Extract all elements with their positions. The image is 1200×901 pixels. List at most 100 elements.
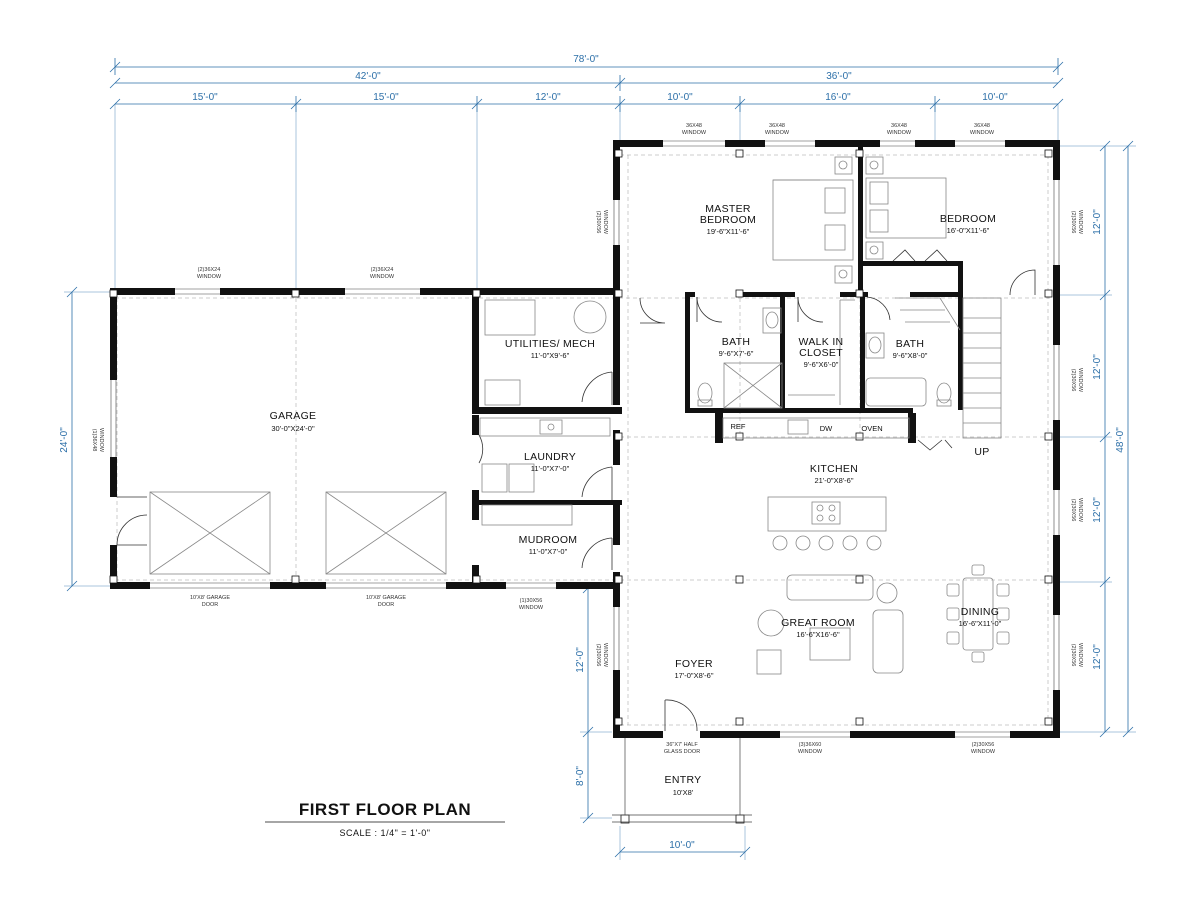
- utilities-label: UTILITIES/ MECH: [505, 338, 595, 350]
- stair-up-label: UP: [974, 446, 989, 458]
- bedroom-size: 16'-0"X11'-6": [947, 226, 990, 235]
- note-garage-door-1: 10'X8' GARAGE: [190, 595, 230, 601]
- note-bottom-win-1b: WINDOW: [798, 749, 823, 755]
- note-right-win-2: (2)30X56: [1070, 369, 1076, 392]
- note-mud-win-b: WINDOW: [519, 605, 544, 611]
- note-right-win-4: (2)30X56: [1070, 644, 1076, 667]
- dim-g3: 12'-0": [535, 92, 561, 103]
- note-top-win-1: 36X48: [686, 123, 702, 129]
- dim-entry-width: 10'-0": [669, 840, 695, 851]
- kitchen-label: KITCHEN: [810, 463, 858, 475]
- entry-label: ENTRY: [665, 774, 702, 786]
- garage-size: 30'-0"X24'-0": [271, 424, 315, 433]
- note-right-win-1: (2)30X56: [1070, 211, 1076, 234]
- dim-v12a: 12'-0": [1092, 209, 1103, 235]
- note-top-win-4b: WINDOW: [970, 130, 995, 136]
- dim-v8: 8'-0": [575, 766, 586, 786]
- note-garage-win-2: (2)36X24: [371, 267, 394, 273]
- master-label-1: MASTER: [705, 203, 751, 215]
- note-entry-door-b: GLASS DOOR: [664, 749, 700, 755]
- plan-title: FIRST FLOOR PLAN: [299, 800, 471, 819]
- note-garage-door-2b: DOOR: [378, 602, 395, 608]
- posts: [109, 149, 1053, 824]
- dim-v12b: 12'-0": [1092, 354, 1103, 380]
- window-openings: [110, 140, 1060, 738]
- dim-right: 36'-0": [826, 71, 852, 82]
- dim-left: 42'-0": [355, 71, 381, 82]
- closet-size: 9'-6"X6'-0": [804, 360, 839, 369]
- dining-label: DINING: [961, 606, 1000, 618]
- note-top-win-2b: WINDOW: [765, 130, 790, 136]
- walls: [110, 140, 1060, 738]
- great-room-size: 16'-6"X16'-6": [796, 630, 840, 639]
- window-notes: (2)36X24 WINDOW (2)36X24 WINDOW 36X48 WI…: [91, 123, 1083, 755]
- dim-h2: 16'-0": [825, 92, 851, 103]
- mudroom-size: 11'-0"X7'-0": [529, 547, 568, 556]
- title-block: FIRST FLOOR PLAN SCALE : 1/4" = 1'-0": [265, 800, 505, 838]
- note-bottom-win-2b: WINDOW: [971, 749, 996, 755]
- note-top-win-3b: WINDOW: [887, 130, 912, 136]
- dim-h1: 10'-0": [667, 92, 693, 103]
- dim-g1: 15'-0": [192, 92, 218, 103]
- dim-total: 78'-0": [573, 54, 599, 65]
- master-label-2: BEDROOM: [700, 214, 756, 226]
- note-right-win-3b: WINDOW: [1077, 498, 1083, 523]
- note-left-win-2: (2)30X56: [595, 644, 601, 667]
- note-top-win-1b: WINDOW: [682, 130, 707, 136]
- note-garage-side-win-b: WINDOW: [98, 428, 104, 453]
- master-size: 19'-6"X11'-6": [707, 227, 750, 236]
- note-garage-win-1: (2)36X24: [198, 267, 221, 273]
- laundry-label: LAUNDRY: [524, 451, 576, 463]
- bath1-size: 9'-6"X7'-6": [719, 349, 754, 358]
- note-top-win-2: 36X48: [769, 123, 785, 129]
- furniture: [149, 156, 1010, 675]
- doors: [116, 249, 1036, 732]
- entry-size: 10'X8': [673, 788, 694, 797]
- note-bottom-win-1: (3)36X60: [799, 742, 822, 748]
- note-left-win-1: (2)30X56: [595, 211, 601, 234]
- foyer-size: 17'-0"X8'-6": [674, 671, 713, 680]
- dim-h3: 10'-0": [982, 92, 1008, 103]
- dimension-labels: 78'-0" 42'-0" 36'-0" 15'-0" 15'-0" 12'-0…: [59, 54, 1126, 851]
- ref-label: REF: [731, 422, 746, 431]
- note-garage-side-win: (1)36X48: [91, 429, 97, 452]
- appliance-labels: REF DW OVEN UP: [731, 422, 990, 458]
- dim-v12c: 12'-0": [1092, 497, 1103, 523]
- note-mud-win: (1)30X56: [520, 598, 543, 604]
- plan-scale: SCALE : 1/4" = 1'-0": [340, 828, 431, 838]
- bath1-label: BATH: [722, 336, 750, 348]
- note-garage-win-1b: WINDOW: [197, 274, 222, 280]
- utilities-size: 11'-0"X9'-6": [531, 351, 570, 360]
- dining-size: 16'-6"X11'-0": [959, 619, 1002, 628]
- note-left-win-2b: WINDOW: [602, 643, 608, 668]
- foyer-label: FOYER: [675, 658, 713, 670]
- oven-label: OVEN: [861, 424, 882, 433]
- dimension-lines: [64, 58, 1136, 860]
- note-left-win-1b: WINDOW: [602, 210, 608, 235]
- entry-porch: [612, 738, 752, 823]
- note-top-win-3: 36X48: [891, 123, 907, 129]
- dim-v12d: 12'-0": [1092, 644, 1103, 670]
- note-right-win-4b: WINDOW: [1077, 643, 1083, 668]
- room-labels: GARAGE 30'-0"X24'-0" UTILITIES/ MECH 11'…: [270, 203, 1002, 797]
- kitchen-size: 21'-0"X8'-6": [814, 476, 853, 485]
- garage-label: GARAGE: [270, 410, 317, 422]
- note-top-win-4: 36X48: [974, 123, 990, 129]
- great-room-label: GREAT ROOM: [781, 617, 855, 629]
- dim-v48: 48'-0": [1115, 427, 1126, 453]
- note-garage-door-1b: DOOR: [202, 602, 219, 608]
- note-garage-win-2b: WINDOW: [370, 274, 395, 280]
- note-right-win-2b: WINDOW: [1077, 368, 1083, 393]
- note-garage-door-2: 10'X8' GARAGE: [366, 595, 406, 601]
- dim-v12e: 12'-0": [575, 647, 586, 673]
- dim-v24: 24'-0": [59, 427, 70, 453]
- laundry-size: 11'-0"X7'-0": [531, 464, 570, 473]
- bedroom-label: BEDROOM: [940, 213, 996, 225]
- dw-label: DW: [820, 424, 833, 433]
- closet-label-2: CLOSET: [799, 347, 843, 359]
- note-entry-door: 36"X7' HALF: [666, 742, 698, 748]
- bath2-size: 9'-6"X8'-0": [893, 351, 928, 360]
- bath2-label: BATH: [896, 338, 924, 350]
- note-right-win-3: (2)30X56: [1070, 499, 1076, 522]
